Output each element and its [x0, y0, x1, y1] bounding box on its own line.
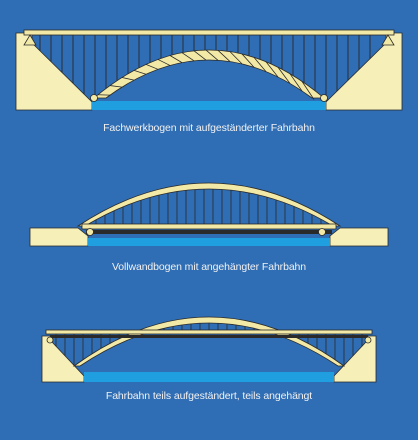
- right-bearing: [320, 94, 328, 102]
- right-end-support: [381, 34, 395, 46]
- structural-member: [121, 77, 135, 81]
- structural-member: [169, 55, 183, 63]
- mixed-arch-bridge: [41, 316, 377, 383]
- structural-member: [145, 64, 159, 70]
- left-bearing: [86, 228, 94, 236]
- structural-member: [109, 85, 123, 88]
- structural-member: [277, 67, 291, 84]
- deck-underside: [50, 335, 368, 338]
- deck: [23, 29, 395, 36]
- right-bearing: [364, 336, 372, 344]
- solid-arch-bridge: [29, 182, 389, 247]
- structural-member: [301, 81, 315, 100]
- structural-member: [253, 57, 267, 72]
- structural-member: [181, 52, 195, 62]
- deck: [81, 223, 337, 230]
- columns-and-hangers: [55, 317, 363, 366]
- river: [88, 238, 330, 246]
- river: [92, 101, 326, 110]
- structural-member: [217, 50, 231, 62]
- structural-member: [241, 53, 255, 68]
- deck-underside: [86, 230, 332, 234]
- truss-arch: [92, 49, 326, 99]
- structural-member: [229, 51, 243, 65]
- structural-member: [289, 73, 303, 92]
- structural-member: [133, 70, 147, 75]
- deck-columns: [39, 35, 371, 100]
- deck: [45, 329, 373, 335]
- caption-mixed-arch: Fahrbahn teils aufgeständert, teils ange…: [105, 390, 313, 402]
- structural-member: [193, 50, 207, 61]
- structural-member: [265, 61, 279, 78]
- right-bearing: [318, 228, 326, 236]
- river: [84, 372, 334, 382]
- truss-diagonals: [97, 49, 315, 100]
- caption-truss-arch: Fachwerkbogen mit aufgeständerter Fahrba…: [103, 122, 315, 134]
- left-bank: [29, 227, 89, 247]
- truss-arch-bridge: [15, 29, 403, 111]
- left-end-support: [23, 34, 37, 46]
- left-bearing: [46, 336, 54, 344]
- right-bank: [329, 227, 389, 247]
- structural-member: [157, 59, 171, 66]
- structural-member: [205, 49, 219, 61]
- left-bearing: [90, 94, 98, 102]
- solid-arch: [76, 182, 342, 227]
- caption-solid-arch: Vollwandbogen mit angehängter Fahrbahn: [111, 261, 307, 273]
